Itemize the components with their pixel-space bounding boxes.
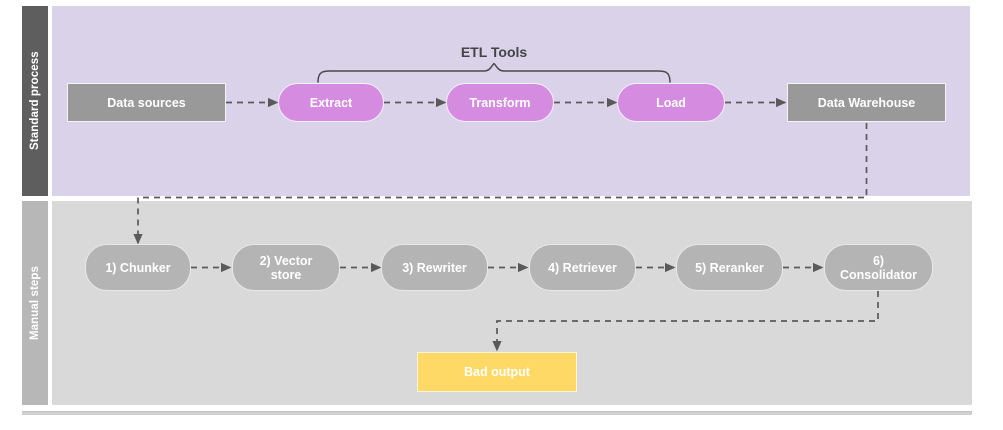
lane-label-manual-steps: Manual steps [22, 201, 48, 405]
node-load[interactable]: Load [617, 83, 725, 122]
node-retriever[interactable]: 4) Retriever [529, 244, 636, 291]
node-extract[interactable]: Extract [278, 83, 384, 122]
node-bad-output[interactable]: Bad output [417, 352, 577, 392]
etl-tools-label: ETL Tools [460, 44, 528, 60]
lane-label-standard-process: Standard process [22, 6, 48, 196]
node-data-sources[interactable]: Data sources [67, 83, 226, 122]
node-chunker[interactable]: 1) Chunker [85, 244, 191, 291]
node-data-warehouse[interactable]: Data Warehouse [787, 83, 946, 122]
node-reranker[interactable]: 5) Reranker [676, 244, 783, 291]
bottom-divider-rule [22, 411, 972, 415]
node-rewriter[interactable]: 3) Rewriter [381, 244, 488, 291]
node-consolidator[interactable]: 6)Consolidator [824, 244, 933, 291]
node-transform[interactable]: Transform [446, 83, 554, 122]
